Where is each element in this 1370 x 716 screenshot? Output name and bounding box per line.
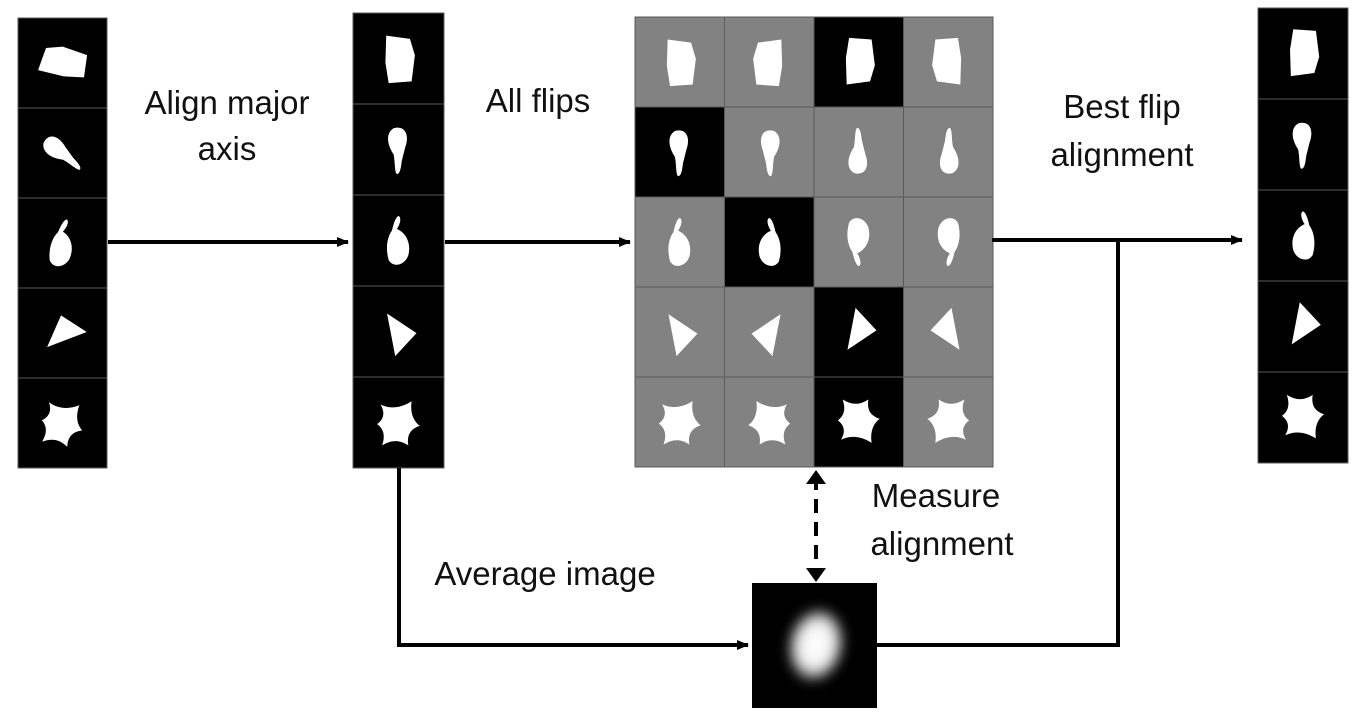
best-cell-hook xyxy=(1257,189,1349,282)
hook-cell-shape xyxy=(386,215,410,265)
hook-cell-shape xyxy=(847,218,870,267)
tadpole-cell-shape xyxy=(669,130,689,177)
aligned-cell-triangle xyxy=(352,285,445,378)
best-flip-label-line1: Best flip xyxy=(1063,88,1180,125)
triangle-cell-shape xyxy=(47,315,87,348)
flip-cell-hook-none xyxy=(634,196,725,288)
flip-cell-blob-mirror-y xyxy=(813,16,904,108)
input-cell-blob xyxy=(17,17,108,109)
flip-cell-tadpole-mirror-xy xyxy=(903,106,994,198)
aligned-cell-blob xyxy=(352,12,445,105)
measure-arrowhead-down xyxy=(806,568,826,582)
star-cell-shape xyxy=(41,402,83,447)
flip-cell-blob-mirror-x xyxy=(724,16,815,108)
flip-cell-star-mirror-x xyxy=(724,376,815,468)
star-cell-shape xyxy=(927,399,970,443)
triangle-cell-shape xyxy=(387,313,417,357)
input-cell-triangle xyxy=(17,287,108,379)
best-cell-blob xyxy=(1257,7,1349,100)
tadpole-cell-shape xyxy=(1292,122,1312,169)
aligned-cell-hook xyxy=(352,194,445,287)
flip-cell-triangle-mirror-xy xyxy=(903,286,994,378)
flip-cell-triangle-mirror-y xyxy=(813,286,904,378)
align-label-line1: Align major xyxy=(144,84,309,121)
average-to-best-line xyxy=(877,240,1120,647)
blob-cell-shape xyxy=(753,39,783,87)
flip-cell-star-mirror-xy xyxy=(903,376,994,468)
blob-cell-shape xyxy=(385,35,415,84)
flip-cell-blob-none xyxy=(634,16,725,108)
flow-arrows xyxy=(108,235,1243,650)
average-arrow xyxy=(397,468,749,650)
hook-cell-shape xyxy=(937,218,960,267)
align-label-line2: axis xyxy=(198,130,257,167)
tadpole-cell-shape xyxy=(760,130,780,177)
tadpole-cell-shape xyxy=(43,136,81,170)
input-cell-tadpole xyxy=(17,107,108,199)
flip-cell-blob-mirror-xy xyxy=(903,16,994,108)
blob-cell-shape xyxy=(932,37,962,85)
flip-cell-hook-mirror-xy xyxy=(903,196,994,288)
measure-arrowhead-up xyxy=(806,470,826,484)
flip-cell-tadpole-mirror-x xyxy=(724,106,815,198)
tadpole-cell-shape xyxy=(848,127,868,174)
flip-cell-triangle-mirror-x xyxy=(724,286,815,378)
hook-cell-shape xyxy=(758,217,781,266)
labels: Align major axis All flips Best flip ali… xyxy=(144,82,1193,592)
hook-cell-shape xyxy=(49,219,72,267)
best-cell-star xyxy=(1257,371,1349,464)
blob-cell-shape xyxy=(845,37,875,85)
triangle-cell-shape xyxy=(847,307,877,350)
aligned-cell-column xyxy=(352,12,445,469)
star-cell-shape xyxy=(748,401,791,445)
triangle-cell-shape xyxy=(751,314,781,357)
flip-cell-triangle-none xyxy=(634,286,725,378)
average-image xyxy=(752,583,877,708)
star-cell-shape xyxy=(377,401,420,446)
blob-cell-shape xyxy=(666,39,696,87)
average-image-label: Average image xyxy=(434,555,655,592)
star-cell-shape xyxy=(1281,394,1325,439)
blob-cell-shape xyxy=(38,46,88,78)
all-flips-grid xyxy=(634,16,994,468)
tadpole-cell-shape xyxy=(388,127,407,175)
star-cell-shape xyxy=(837,399,880,443)
best-flip-cell-column xyxy=(1257,7,1349,464)
best-flip-label-line2: alignment xyxy=(1050,136,1193,173)
triangle-cell-shape xyxy=(1291,302,1321,345)
aligned-cell-star xyxy=(352,376,445,469)
flip-cell-hook-mirror-x xyxy=(724,196,815,288)
tadpole-cell-shape xyxy=(939,127,959,174)
measure-label-line2: alignment xyxy=(870,525,1013,562)
best-cell-triangle xyxy=(1257,280,1349,373)
hook-cell-shape xyxy=(1292,211,1315,260)
measure-label-line1: Measure xyxy=(872,477,1000,514)
aligned-cell-tadpole xyxy=(352,103,445,196)
all-flips-label: All flips xyxy=(486,82,591,119)
flip-cell-hook-mirror-y xyxy=(813,196,904,288)
star-cell-shape xyxy=(658,401,701,445)
triangle-cell-shape xyxy=(668,314,698,357)
input-cell-star xyxy=(17,377,108,469)
flip-cell-tadpole-mirror-y xyxy=(813,106,904,198)
flip-cell-tadpole-none xyxy=(634,106,725,198)
flip-cell-star-mirror-y xyxy=(813,376,904,468)
input-cell-hook xyxy=(17,197,108,289)
triangle-cell-shape xyxy=(930,307,960,350)
best-cell-tadpole xyxy=(1257,98,1349,191)
input-cell-column xyxy=(17,17,108,469)
hook-cell-shape xyxy=(668,217,691,266)
blob-cell-shape xyxy=(1290,29,1320,77)
flip-cell-star-none xyxy=(634,376,725,468)
